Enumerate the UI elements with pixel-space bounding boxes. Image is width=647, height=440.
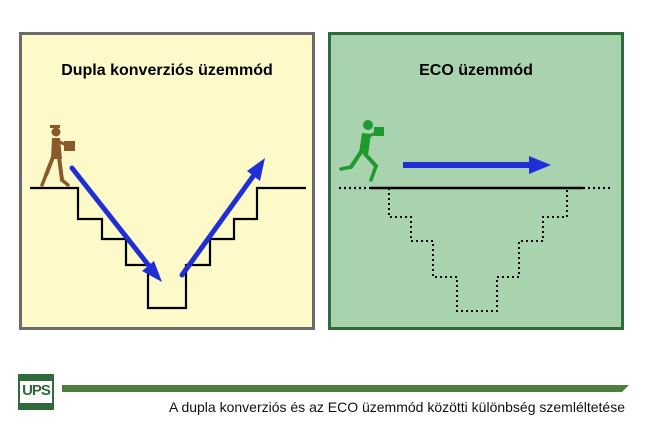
down-arrow-icon <box>69 165 162 282</box>
footer-bar <box>62 385 629 392</box>
dotted-staircase-path <box>388 188 568 312</box>
courier-figure-icon <box>40 125 75 187</box>
double-conversion-panel: Dupla konverziós üzemmód <box>19 32 315 330</box>
eco-mode-panel: ECO üzemmód <box>328 32 624 330</box>
right-arrow-icon <box>403 156 551 174</box>
runner-figure-icon <box>339 120 384 182</box>
eco-mode-title: ECO üzemmód <box>419 62 533 79</box>
logo-text: UPS <box>22 382 51 399</box>
double-conversion-title: Dupla konverziós üzemmód <box>61 62 273 79</box>
double-conversion-diagram <box>30 125 306 310</box>
eco-mode-diagram <box>339 120 613 312</box>
footer-caption: A dupla konverziós és az ECO üzemmód köz… <box>168 399 625 415</box>
staircase-path <box>30 186 306 310</box>
ups-logo-icon: UPS <box>18 374 54 410</box>
up-arrow-icon <box>179 158 265 278</box>
